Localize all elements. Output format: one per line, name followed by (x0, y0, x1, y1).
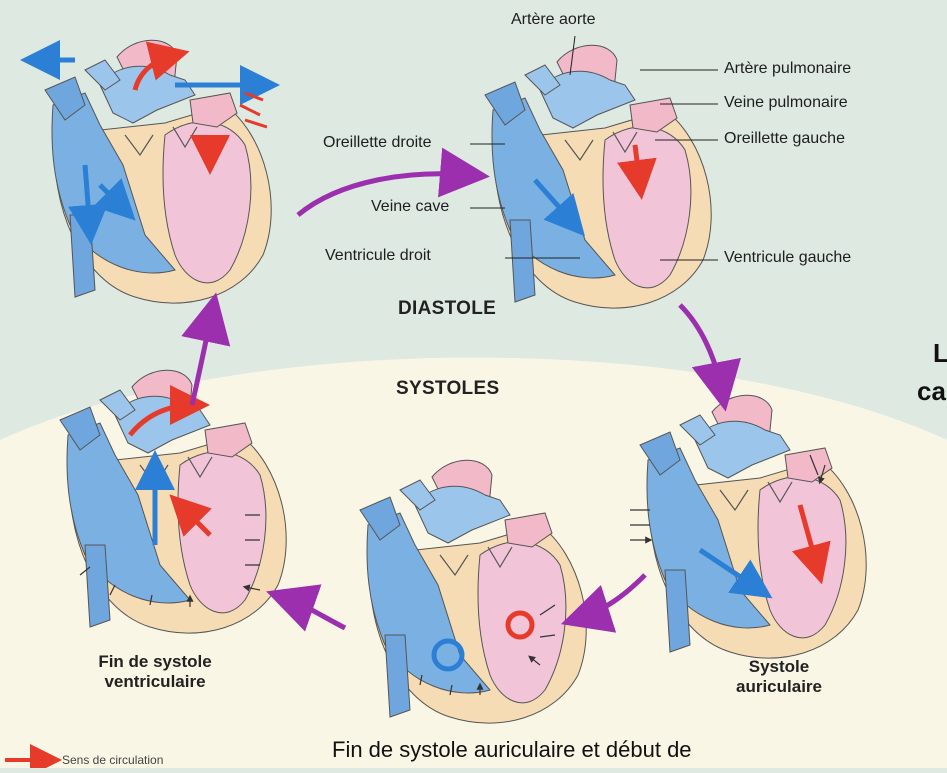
side-text-line2: ca (917, 376, 946, 407)
label-artere-pulmonaire: Artère pulmonaire (724, 60, 851, 78)
side-text-line1: L (933, 338, 947, 369)
label-ventricule-droit: Ventricule droit (325, 247, 431, 265)
caption-systole-auriculaire: Systole auriculaire (724, 657, 834, 697)
legend-sens-circulation: Sens de circulation (62, 753, 163, 767)
heading-systoles: SYSTOLES (396, 378, 499, 400)
heading-diastole: DIASTOLE (398, 298, 496, 320)
label-oreillette-droite: Oreillette droite (323, 134, 432, 152)
caption-systole-auriculaire-line1: Systole (724, 657, 834, 677)
label-oreillette-gauche: Oreillette gauche (724, 130, 845, 148)
label-artere-aorte: Artère aorte (511, 11, 595, 29)
label-ventricule-gauche: Ventricule gauche (724, 249, 851, 267)
caption-fin-systole-ventriculaire: Fin de systole ventriculaire (70, 652, 240, 692)
caption-fin-systole-ventriculaire-line2: ventriculaire (70, 672, 240, 692)
caption-fin-systole-ventriculaire-line1: Fin de systole (70, 652, 240, 672)
caption-systole-auriculaire-line2: auriculaire (724, 677, 834, 697)
caption-fin-systole-auriculaire: Fin de systole auriculaire et début de (332, 737, 692, 763)
label-veine-cave: Veine cave (371, 198, 449, 216)
heart-diastole-labeled (485, 45, 711, 308)
label-veine-pulmonaire: Veine pulmonaire (724, 94, 848, 112)
heart-diastole-early (35, 40, 271, 303)
